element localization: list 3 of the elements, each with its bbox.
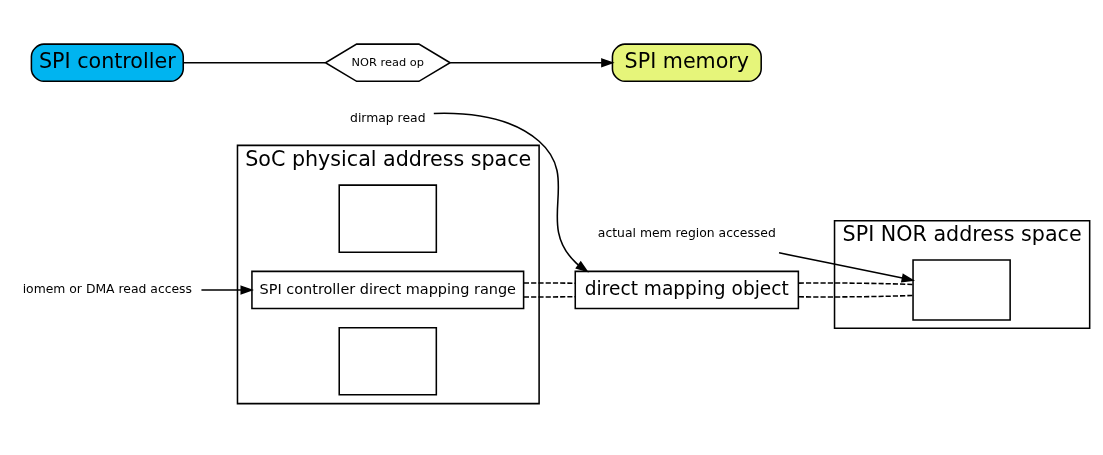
node-text: actual mem region accessed [597, 224, 776, 240]
node-text: dirmap read [350, 109, 426, 125]
node-text: iomem or DMA read access [22, 280, 193, 296]
